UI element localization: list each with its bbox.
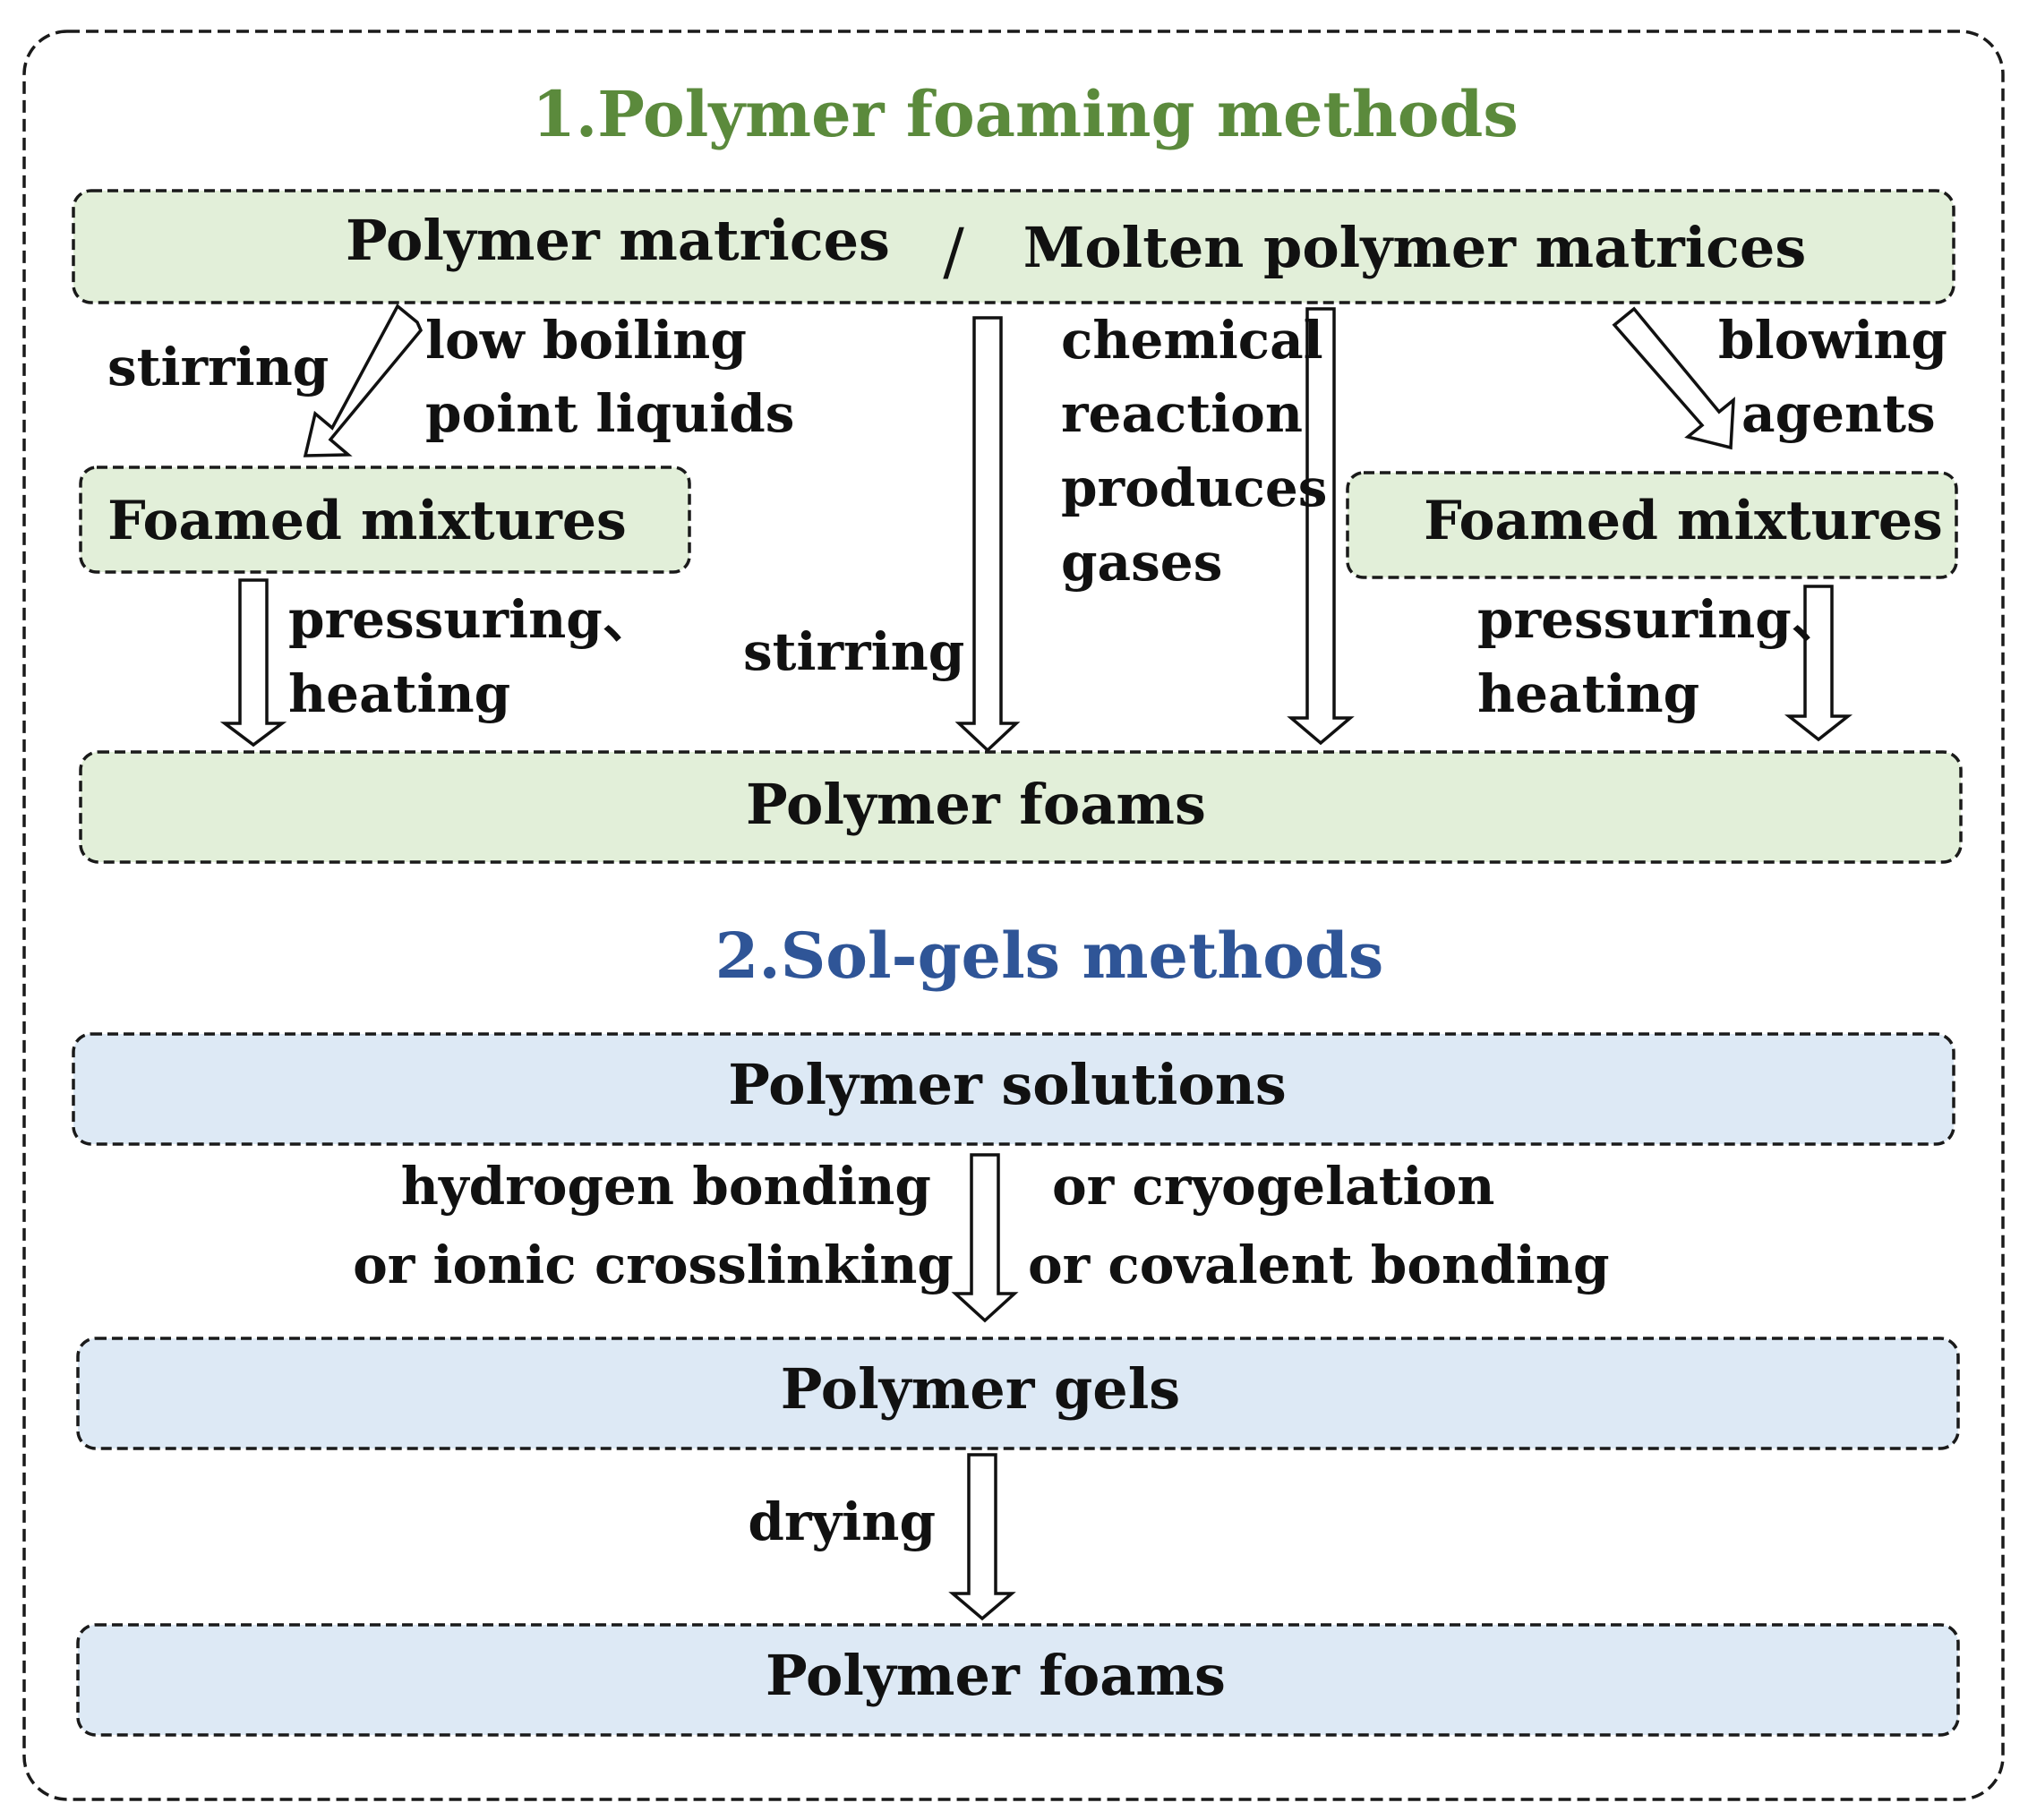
heating-left-label: heating: [288, 663, 510, 724]
gases-label: gases: [1061, 532, 1222, 593]
down-arrow-left: [219, 578, 287, 748]
polymer-matrices-label: Polymer matrices: [346, 208, 890, 273]
polymer-foams-label-2: Polymer foams: [766, 1643, 1226, 1708]
foamed-mixtures-left-box: [79, 466, 691, 574]
section2-title: 2.Sol-gels methods: [715, 919, 1384, 993]
molten-polymer-matrices-label: Molten polymer matrices: [1023, 215, 1807, 280]
heating-right-label: heating: [1477, 663, 1699, 724]
down-arrow-drying: [948, 1453, 1016, 1621]
agents-label: agents: [1741, 383, 1936, 444]
low-boiling-label-line1: low boiling: [425, 310, 747, 371]
diagonal-arrow-left: [303, 303, 424, 457]
section1-title: 1.Polymer foaming methods: [532, 77, 1519, 151]
pressuring-left-label: pressuring、: [288, 589, 655, 650]
diagonal-arrow-right: [1612, 306, 1735, 450]
chemical-label: chemical: [1061, 310, 1323, 371]
polymer-solutions-box: [72, 1032, 1955, 1146]
foamed-mixtures-right-box: [1346, 471, 1958, 579]
separator-slash: /: [943, 215, 964, 288]
polymer-foams-label-1: Polymer foams: [746, 772, 1206, 837]
polymer-foams-box-2: [76, 1623, 1960, 1737]
down-arrow-right: [1784, 585, 1853, 742]
blowing-label: blowing: [1718, 310, 1947, 371]
polymer-matrices-box: [72, 189, 1955, 304]
polymer-gels-box: [76, 1337, 1960, 1450]
low-boiling-label-line2: point liquids: [425, 383, 794, 444]
produces-label: produces: [1061, 457, 1327, 518]
hydrogen-bonding-label: hydrogen bonding: [401, 1156, 931, 1217]
pressuring-right-label: pressuring、: [1477, 589, 1844, 650]
stirring-center-label: stirring: [743, 621, 964, 682]
ionic-crosslinking-label: or ionic crosslinking: [353, 1235, 954, 1295]
down-arrow-gelation: [951, 1153, 1019, 1323]
polymer-solutions-label: Polymer solutions: [728, 1052, 1287, 1117]
reaction-label: reaction: [1061, 383, 1303, 444]
polymer-foams-box-1: [79, 750, 1963, 864]
down-arrow-center: [954, 316, 1021, 753]
down-arrow-chemical: [1287, 307, 1355, 746]
covalent-bonding-label: or covalent bonding: [1028, 1235, 1610, 1295]
polymer-gels-label: Polymer gels: [781, 1356, 1180, 1422]
foamed-mixtures-left-label: Foamed mixtures: [107, 490, 627, 552]
outer-frame: [22, 30, 2005, 1801]
drying-label: drying: [748, 1491, 936, 1552]
foamed-mixtures-right-label: Foamed mixtures: [1424, 490, 1943, 552]
cryogelation-label: or cryogelation: [1052, 1156, 1494, 1217]
stirring-left-label: stirring: [107, 337, 329, 397]
